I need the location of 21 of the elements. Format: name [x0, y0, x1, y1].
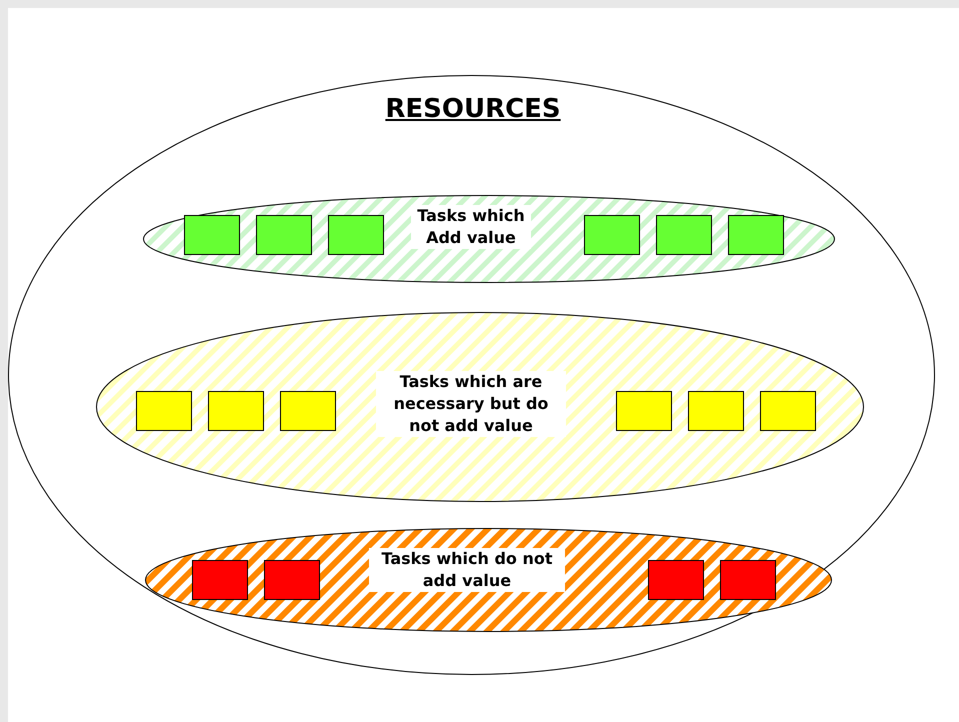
task-box — [184, 215, 240, 255]
task-box — [688, 391, 744, 431]
task-box — [728, 215, 784, 255]
group-label: Tasks which are necessary but do not add value — [376, 371, 566, 437]
task-box — [720, 560, 776, 600]
task-box — [648, 560, 704, 600]
task-box — [192, 560, 248, 600]
task-box — [280, 391, 336, 431]
task-box — [256, 215, 312, 255]
task-box — [328, 215, 384, 255]
group-label: Tasks which Add value — [411, 205, 531, 249]
group-label: Tasks which do not add value — [369, 548, 565, 592]
task-group-ellipse — [96, 312, 864, 502]
task-box — [760, 391, 816, 431]
task-group-ellipse — [143, 195, 835, 283]
task-box — [616, 391, 672, 431]
task-box — [656, 215, 712, 255]
task-box — [136, 391, 192, 431]
task-box — [208, 391, 264, 431]
task-box — [584, 215, 640, 255]
task-box — [264, 560, 320, 600]
